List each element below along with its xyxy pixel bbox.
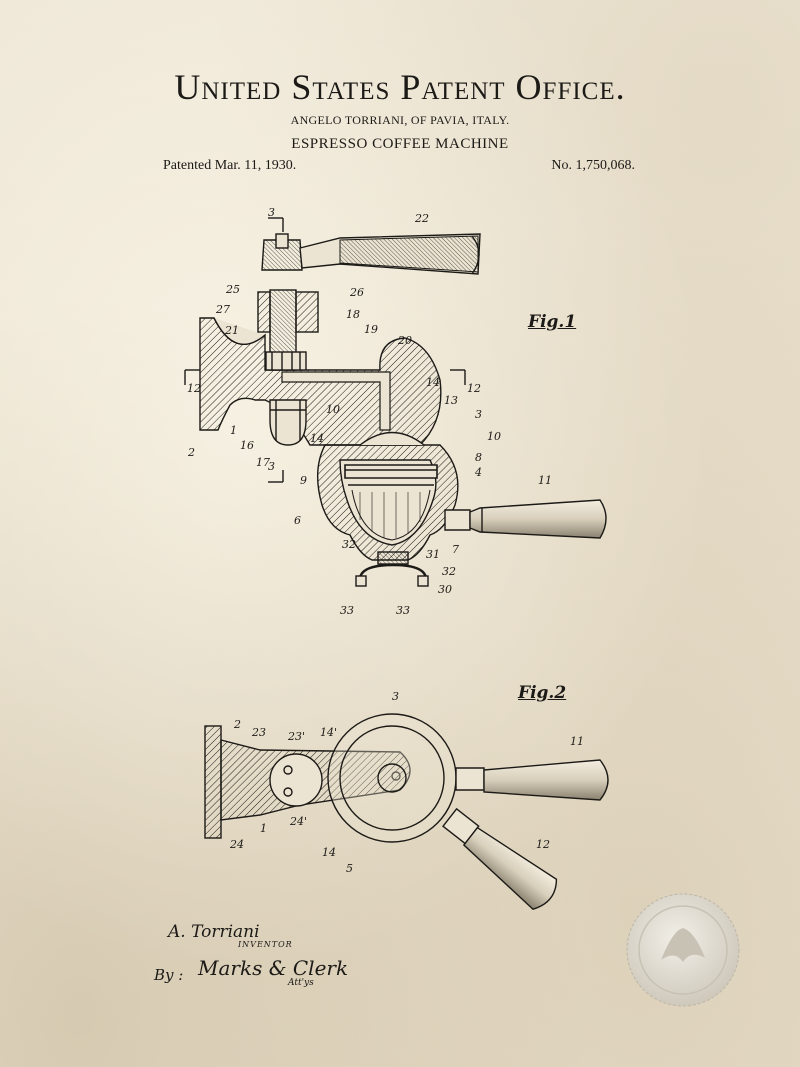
ref-numeral: 30: [438, 583, 452, 596]
ref-numeral: 32: [442, 565, 456, 578]
invention-title: ESPRESSO COFFEE MACHINE: [291, 136, 509, 152]
ref-numeral: 33: [396, 604, 410, 617]
ref-numeral: 8: [475, 451, 482, 464]
ref-numeral: 2: [233, 718, 241, 731]
ref-numeral: 21: [224, 324, 239, 337]
ref-numeral: 32: [342, 538, 356, 551]
ref-numeral: 12: [467, 382, 481, 395]
ref-numeral: 33: [340, 604, 354, 617]
inventor-caption: INVENTOR: [238, 940, 293, 949]
ref-numeral: 24: [229, 838, 244, 851]
ref-numeral: 4: [474, 466, 482, 479]
ref-numeral: 10: [487, 430, 501, 443]
ref-numeral: 12: [536, 838, 550, 851]
ref-numeral: 25: [225, 283, 240, 296]
ref-numeral: 23': [287, 730, 305, 743]
page-title: United States Patent Office.: [174, 67, 626, 107]
ref-numeral: 6: [294, 514, 301, 527]
figure-2: [204, 713, 609, 911]
inventor-signature: A. Torriani: [168, 922, 260, 942]
ref-numeral: 18: [346, 308, 360, 321]
ref-numeral: 17: [256, 456, 270, 469]
inventor-line: ANGELO TORRIANI, OF PAVIA, ITALY.: [290, 113, 510, 127]
ref-numeral: 19: [364, 323, 378, 336]
ref-numeral: 16: [240, 439, 254, 452]
by-label: By :: [154, 966, 184, 984]
attorney-caption: Att'ys: [288, 978, 314, 988]
ref-numeral: 20: [397, 334, 412, 347]
ref-numeral: 26: [349, 286, 364, 299]
ref-numeral: 31: [426, 548, 440, 561]
ref-numeral: 1: [230, 424, 237, 437]
ref-numeral: 3: [392, 690, 399, 703]
reference-numerals: 3 22 25 26 27 21 18 19 20 12 12 14 13 3 …: [187, 206, 584, 875]
ref-numeral: 1: [260, 822, 267, 835]
ref-numeral: 14: [310, 432, 324, 445]
attorney-signature: Marks & Clerk: [198, 956, 349, 980]
ref-numeral: 23: [251, 726, 266, 739]
fig1-label: Fig.1: [528, 312, 577, 332]
figure-1: [184, 217, 607, 587]
ref-numeral: 3: [268, 206, 275, 219]
patent-seal: [626, 893, 740, 1007]
ref-numeral: 12: [187, 382, 201, 395]
ref-numeral: 10: [326, 403, 340, 416]
ref-numeral: 2: [187, 446, 195, 459]
ref-numeral: 14': [320, 726, 337, 739]
ref-numeral: 24': [289, 815, 307, 828]
ref-numeral: 3: [475, 408, 482, 421]
ref-numeral: 11: [570, 735, 584, 748]
ref-numeral: 11: [538, 474, 552, 487]
ref-numeral: 9: [300, 474, 307, 487]
fig2-label: Fig.2: [518, 683, 567, 703]
ref-numeral: 14: [426, 376, 440, 389]
patent-number: No. 1,750,068.: [551, 158, 635, 173]
ref-numeral: 14: [322, 846, 336, 859]
ref-numeral: 5: [346, 862, 353, 875]
ref-numeral: 13: [444, 394, 458, 407]
patented-date: Patented Mar. 11, 1930.: [163, 158, 297, 173]
base-plate: [204, 725, 222, 839]
ref-numeral: 27: [215, 303, 230, 316]
ref-numeral: 3: [268, 460, 275, 473]
ref-numeral: 22: [414, 212, 429, 225]
ref-numeral: 7: [452, 543, 459, 556]
